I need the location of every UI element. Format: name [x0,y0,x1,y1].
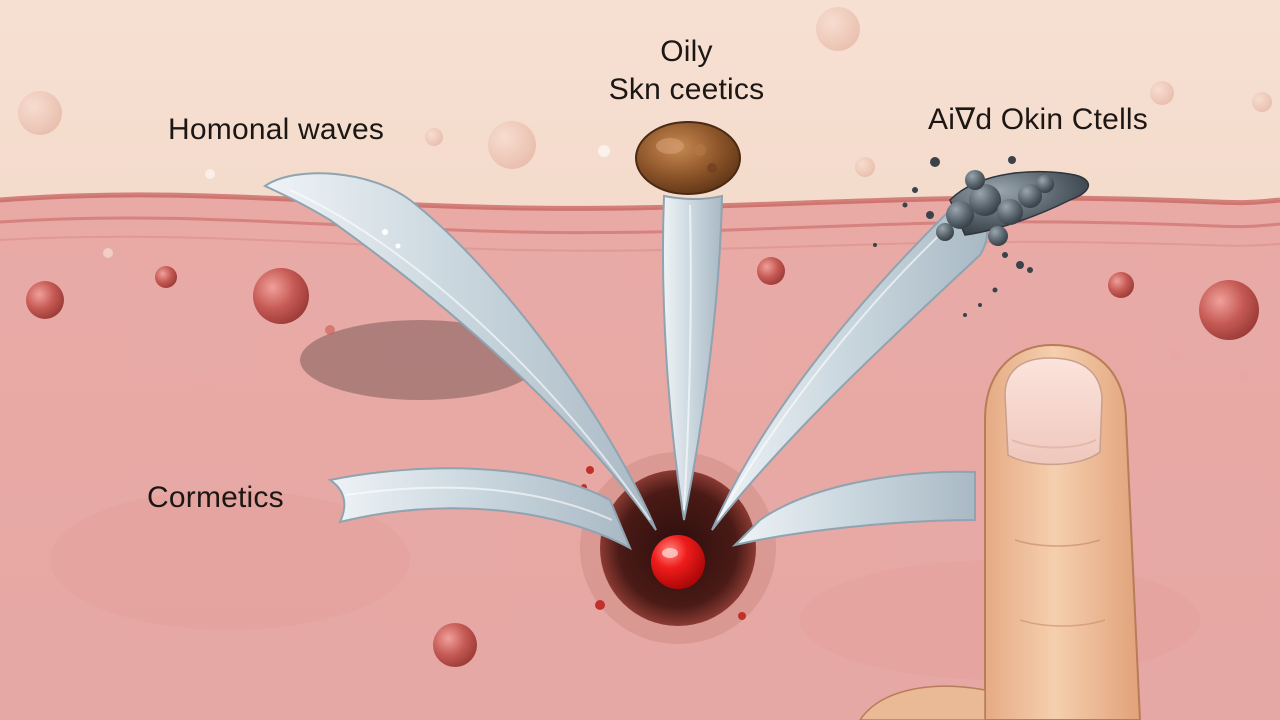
dermis-bubbles [26,248,1259,667]
hormonal-waves-arrow [263,172,657,531]
cause-arrows [263,172,989,551]
surface-bubbles [18,7,1272,179]
oily-skin-label-line2: Skn ceetics [608,73,765,106]
finger-icon [859,343,1142,720]
dead-skin-cells-arrow [711,203,989,531]
touching-arrow [731,470,976,547]
skin-boundary-line [0,235,1280,252]
oily-skin-label-line1: Oily [660,35,713,68]
skin-boundary-line [0,216,1280,235]
fingernail [1004,357,1103,466]
oil-droplet-icon [635,121,741,195]
skin-boundary-line [0,192,1280,211]
oily-skin-arrow [661,194,724,521]
dermis-layer [0,194,1280,720]
pimple [651,535,705,589]
dead-skin-cells-label: Ai∇d Okin Ctells [928,103,1148,136]
cell-cluster-icon [873,156,1089,317]
cosmetics-label: Cormetics [147,481,284,514]
hormonal-waves-label: Homonal waves [168,113,385,146]
